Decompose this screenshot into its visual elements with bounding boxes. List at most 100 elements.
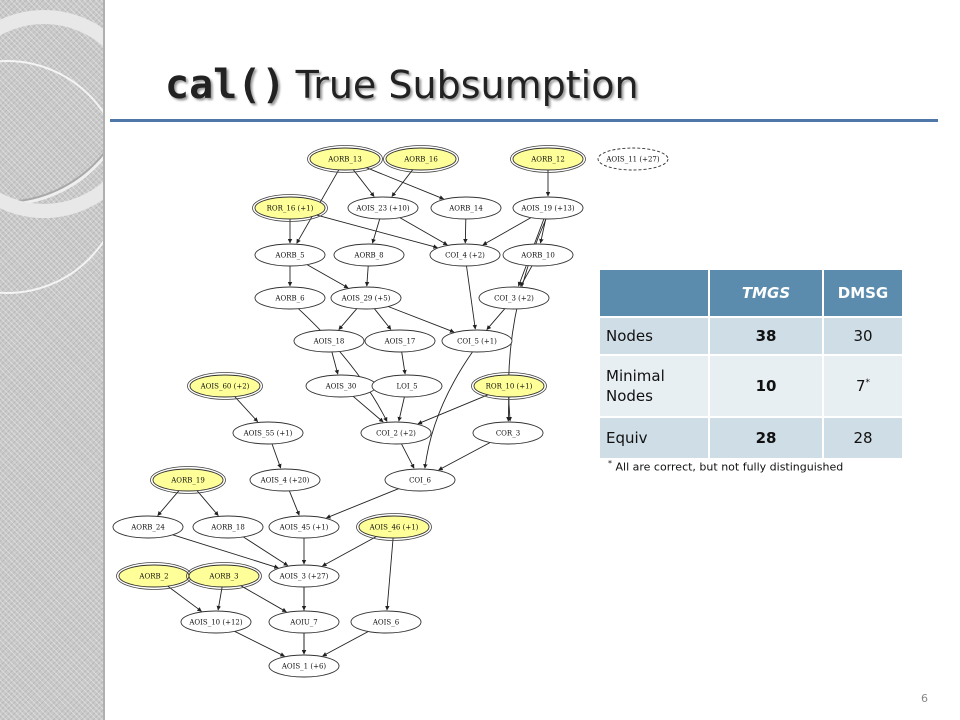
graph-node-shape bbox=[472, 421, 544, 445]
graph-edge-aois29-aois18 bbox=[338, 308, 358, 330]
graph-node-coi4: COI_4 (+2) bbox=[429, 243, 501, 267]
graph-edge-aois46-aois3 bbox=[322, 536, 377, 567]
graph-node-aorb18: AORB_18 bbox=[192, 515, 264, 539]
cell-tmgs-minimal-nodes: 10 bbox=[708, 354, 824, 418]
cell-dmsg-minimal-nodes: 7* bbox=[822, 354, 904, 418]
header-corner bbox=[598, 268, 710, 318]
graph-edge-aorb24-aois3 bbox=[172, 534, 279, 569]
graph-node-shape bbox=[330, 286, 402, 310]
graph-edge-aois30-coi2 bbox=[352, 395, 384, 423]
row-label-minimal-line2: Nodes bbox=[606, 387, 653, 405]
graph-edge-aois18-aois30 bbox=[331, 351, 339, 375]
graph-node-label: AORB_8 bbox=[353, 252, 383, 260]
graph-node-aois3: AOIS_3 (+27) bbox=[268, 564, 340, 588]
cell-dmsg-minimal-mark: * bbox=[865, 378, 871, 388]
graph-node-aorb2: AORB_2 bbox=[116, 562, 192, 590]
graph-edge-aorb8-aois29 bbox=[364, 265, 370, 287]
graph-node-label: AORB_19 bbox=[170, 477, 205, 485]
graph-edge-coi2-coi6 bbox=[401, 443, 415, 469]
graph-node-shape bbox=[347, 196, 419, 220]
graph-node-shape bbox=[268, 515, 340, 539]
graph-node-shape bbox=[293, 329, 365, 353]
graph-node-shape bbox=[384, 468, 456, 492]
graph-node-aois45: AOIS_45 (+1) bbox=[268, 515, 340, 539]
graph-node-shape bbox=[478, 286, 550, 310]
graph-node-aorb14: AORB_14 bbox=[430, 196, 502, 220]
graph-node-shape bbox=[254, 286, 326, 310]
graph-node-shape bbox=[364, 329, 436, 353]
graph-node-ring bbox=[356, 513, 432, 541]
graph-node-label: AOIU_7 bbox=[289, 619, 317, 627]
title-rule bbox=[110, 119, 938, 122]
graph-node-aois10: AOIS_10 (+12) bbox=[180, 610, 252, 634]
graph-node-shape bbox=[309, 147, 381, 171]
graph-node-ring bbox=[471, 372, 547, 400]
graph-edge-aois10-aois1 bbox=[234, 630, 285, 657]
graph-edge-cor3-coi6 bbox=[438, 442, 491, 471]
graph-node-label: COI_4 (+2) bbox=[445, 252, 485, 260]
graph-node-aorb8: AORB_8 bbox=[333, 243, 405, 267]
graph-node-ring bbox=[307, 145, 383, 173]
graph-node-label: AOIS_29 (+5) bbox=[341, 295, 391, 303]
graph-node-label: ROR_16 (+1) bbox=[267, 205, 314, 213]
graph-node-label: AOIS_30 bbox=[325, 383, 357, 391]
graph-edge-aorb10-coi3 bbox=[520, 265, 533, 287]
graph-node-label: AOIS_4 (+20) bbox=[260, 477, 310, 485]
graph-node-shape bbox=[189, 374, 261, 398]
graph-node-ring bbox=[252, 194, 328, 222]
graph-node-label: COI_3 (+2) bbox=[494, 295, 534, 303]
graph-edge-aois60-aois55 bbox=[234, 396, 259, 423]
graph-edge-ror10-cor3 bbox=[506, 396, 511, 422]
graph-node-label: AOIS_19 (+13) bbox=[520, 205, 574, 213]
graph-node-label: AORB_12 bbox=[530, 156, 565, 164]
graph-node-aorb10: AORB_10 bbox=[502, 243, 574, 267]
graph-node-shape bbox=[232, 421, 304, 445]
graph-node-aorb19: AORB_19 bbox=[150, 466, 226, 494]
graph-edge-aorb13-aorb14 bbox=[366, 167, 445, 200]
graph-node-label: COI_5 (+1) bbox=[457, 338, 497, 346]
decorative-sidebar bbox=[0, 0, 105, 720]
slide-title: cal() True Subsumption bbox=[165, 62, 639, 108]
graph-node-shape bbox=[441, 329, 513, 353]
graph-node-label: LOI_5 bbox=[396, 383, 417, 391]
graph-edge-aois19-aorb10 bbox=[539, 218, 547, 244]
graph-node-shape bbox=[112, 515, 184, 539]
graph-node-shape bbox=[512, 147, 584, 171]
graph-node-label: COI_2 (+2) bbox=[376, 430, 416, 438]
header-dmsg: DMSG bbox=[822, 268, 904, 318]
graph-node-label: AOIS_60 (+2) bbox=[200, 383, 250, 391]
graph-node-label: AORB_6 bbox=[274, 295, 305, 303]
graph-node-shape bbox=[268, 564, 340, 588]
graph-node-coi2: COI_2 (+2) bbox=[360, 421, 432, 445]
graph-node-aois55: AOIS_55 (+1) bbox=[232, 421, 304, 445]
graph-edge-aois4-aois45 bbox=[288, 490, 300, 516]
cell-dmsg-minimal-value: 7 bbox=[855, 377, 866, 395]
slide-number: 6 bbox=[921, 692, 928, 705]
graph-node-ring bbox=[186, 562, 262, 590]
graph-node-label: AOIS_18 bbox=[313, 338, 345, 346]
graph-node-aois18: AOIS_18 bbox=[293, 329, 365, 353]
graph-node-label: AOIS_23 (+10) bbox=[355, 205, 409, 213]
graph-node-aois60: AOIS_60 (+2) bbox=[187, 372, 263, 400]
graph-node-shape bbox=[268, 610, 340, 634]
graph-node-shape bbox=[430, 196, 502, 220]
graph-edge-aorb5-aois29 bbox=[306, 264, 349, 289]
graph-edge-aorb19-aorb18 bbox=[196, 490, 219, 516]
graph-edge-aorb3-aois10 bbox=[216, 586, 223, 611]
graph-node-aorb16: AORB_16 bbox=[383, 145, 459, 173]
graph-edge-coi3-coi5 bbox=[486, 308, 506, 330]
graph-node-aorb6: AORB_6 bbox=[254, 286, 326, 310]
graph-node-ror16: ROR_16 (+1) bbox=[252, 194, 328, 222]
graph-node-loi5: LOI_5 bbox=[371, 374, 443, 398]
graph-node-shape bbox=[152, 468, 224, 492]
table-header-row: TMGS DMSG bbox=[598, 268, 904, 318]
graph-node-shape bbox=[188, 564, 260, 588]
graph-node-cor3: COR_3 bbox=[472, 421, 544, 445]
table-footnote: * All are correct, but not fully disting… bbox=[608, 459, 843, 474]
graph-node-aois23: AOIS_23 (+10) bbox=[347, 196, 419, 220]
graph-node-ring bbox=[187, 372, 263, 400]
graph-node-label: AORB_13 bbox=[327, 156, 362, 164]
graph-node-label: AOIS_6 bbox=[372, 619, 400, 627]
